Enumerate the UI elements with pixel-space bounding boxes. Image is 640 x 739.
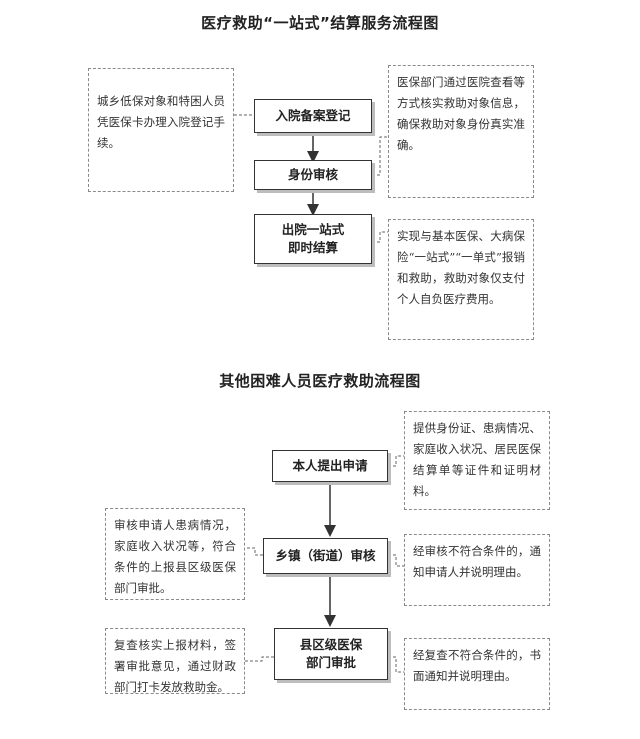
connector-s2-right-top	[388, 455, 404, 467]
section2-title: 其他困难人员医疗救助流程图	[219, 372, 421, 390]
section1-note-right-top: 医保部门通过医院查看等方式核实救助对象信息，确保救助对象身份真实准确。	[388, 65, 534, 198]
step-apply: 本人提出申请	[272, 450, 388, 482]
connector-s2-left-mid	[245, 547, 263, 556]
section2-note-left-mid: 审核申请人患病情况，家庭收入状况等，符合条件的上报县区级医保部门审批。	[105, 508, 245, 600]
section2-note-left-bottom: 复查核实上报材料，签署审批意见，通过财政部门打卡发放救助金。	[105, 628, 245, 694]
section2-note-right-top: 提供身份证、患病情况、家庭收入状况、居民医保结算单等证件和证明材料。	[404, 411, 550, 510]
step-township-review: 乡镇（街道）审核	[263, 538, 388, 574]
step-discharge-settlement: 出院一站式 即时结算	[254, 214, 372, 264]
connector-right-bottom	[372, 231, 388, 243]
section2-note-right-mid: 经审核不符合条件的，通知申请人并说明理由。	[404, 534, 550, 606]
connector-right-top	[372, 136, 388, 176]
connector-s2-left-bottom	[245, 656, 274, 662]
section1-note-right-bottom: 实现与基本医保、大病保险“一站式”“一单式”报销和救助，救助对象仅支付个人自负医…	[388, 219, 534, 340]
step-identity-review: 身份审核	[254, 160, 372, 190]
section1-title: 医疗救助“一站式”结算服务流程图	[201, 14, 439, 32]
section2-note-right-bottom: 经复查不符合条件的，书面通知并说明理由。	[404, 638, 550, 710]
connector-s2-right-mid	[388, 554, 404, 567]
connector-s2-right-bottom	[388, 656, 404, 673]
step-admission-registration: 入院备案登记	[254, 99, 372, 133]
step-county-approval: 县区级医保 部门审批	[274, 628, 388, 680]
section1-note-left: 城乡低保对象和特困人员凭医保卡办理入院登记手续。	[88, 68, 234, 192]
